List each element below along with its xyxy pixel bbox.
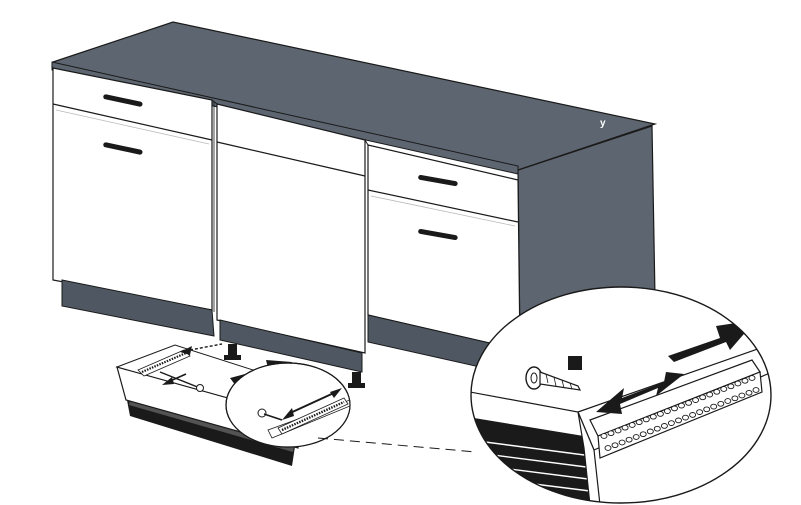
rail-hole [738,392,746,399]
kickplate-bottom-strip [126,395,296,466]
rail-hole [628,422,636,428]
rail-hole [724,398,732,404]
hinge-rail-icon [137,349,191,377]
rail-hole [692,397,700,403]
rail-hole [618,439,626,446]
adjust-arrow-icon [282,388,342,420]
rail-hole [682,414,689,421]
rail-hole [745,389,753,396]
rail-hole [604,445,612,451]
countertop-front-edge [51,61,519,175]
door-handle-icon [103,142,143,155]
rail-hole [639,431,647,438]
rail-hole [625,436,633,443]
rail-hole [653,425,661,432]
rail-hole [710,403,718,410]
rail-hole [642,416,650,423]
rail-hole [689,412,697,418]
kitchen-unit [51,21,658,388]
fixing-screw-icon [525,366,582,391]
rail-hole [660,423,668,429]
countertop-label: y [600,118,606,129]
fixing-screw-icon [159,371,204,392]
rail-hole [632,434,640,440]
rail-hole [614,427,622,434]
rail-hole [675,417,682,424]
drawer-handle-icon [418,174,458,187]
adjustable-foot-icon [348,372,365,388]
rail-hole [671,405,678,412]
adjust-arrow-icon [180,343,223,355]
fixing-screw-icon [257,408,283,421]
rail-hole [741,377,749,384]
rail-hole [748,375,756,381]
rail-hole [717,400,725,407]
rail-hole [667,420,675,426]
drawer-handle-icon [103,94,143,107]
detail-callout-large [470,286,772,504]
rail-hole [646,428,654,435]
rail-hole [731,395,739,402]
hinge-rail-icon [277,397,349,435]
rail-hole [678,402,685,409]
callout-leader-line [317,437,477,453]
rail-hole [621,424,629,431]
left-plinth [61,279,215,337]
rail-hole [703,406,711,413]
step-marker-icon [568,356,582,370]
rail-hole [696,409,704,415]
push-arrow-icon [668,320,756,362]
center-plinth-gap [219,319,363,373]
adjust-arrow-icon [162,373,187,385]
adjust-arrow-icon [596,372,684,414]
rail-hole [685,400,693,406]
rail-hole [656,411,664,417]
adjustable-foot-icon [224,344,241,360]
rail-hole [713,388,721,395]
rail-hole [635,419,643,426]
rail-hole [706,391,714,398]
rail-hole [663,408,671,414]
rail-hole [611,442,619,449]
door-handle-icon [418,228,458,241]
dishwasher-front-panel [216,103,366,354]
rail-hole [649,413,657,420]
right-cabinet [367,144,521,351]
rail-hole [607,430,615,437]
rail-hole [734,380,742,387]
hinge-rail-icon [589,359,763,459]
rail-hole [720,386,728,392]
rail-hole [752,387,760,393]
rail-hole [600,433,608,439]
detail-callout-small [225,362,351,448]
rail-hole [699,394,707,401]
rail-hole [727,383,735,390]
